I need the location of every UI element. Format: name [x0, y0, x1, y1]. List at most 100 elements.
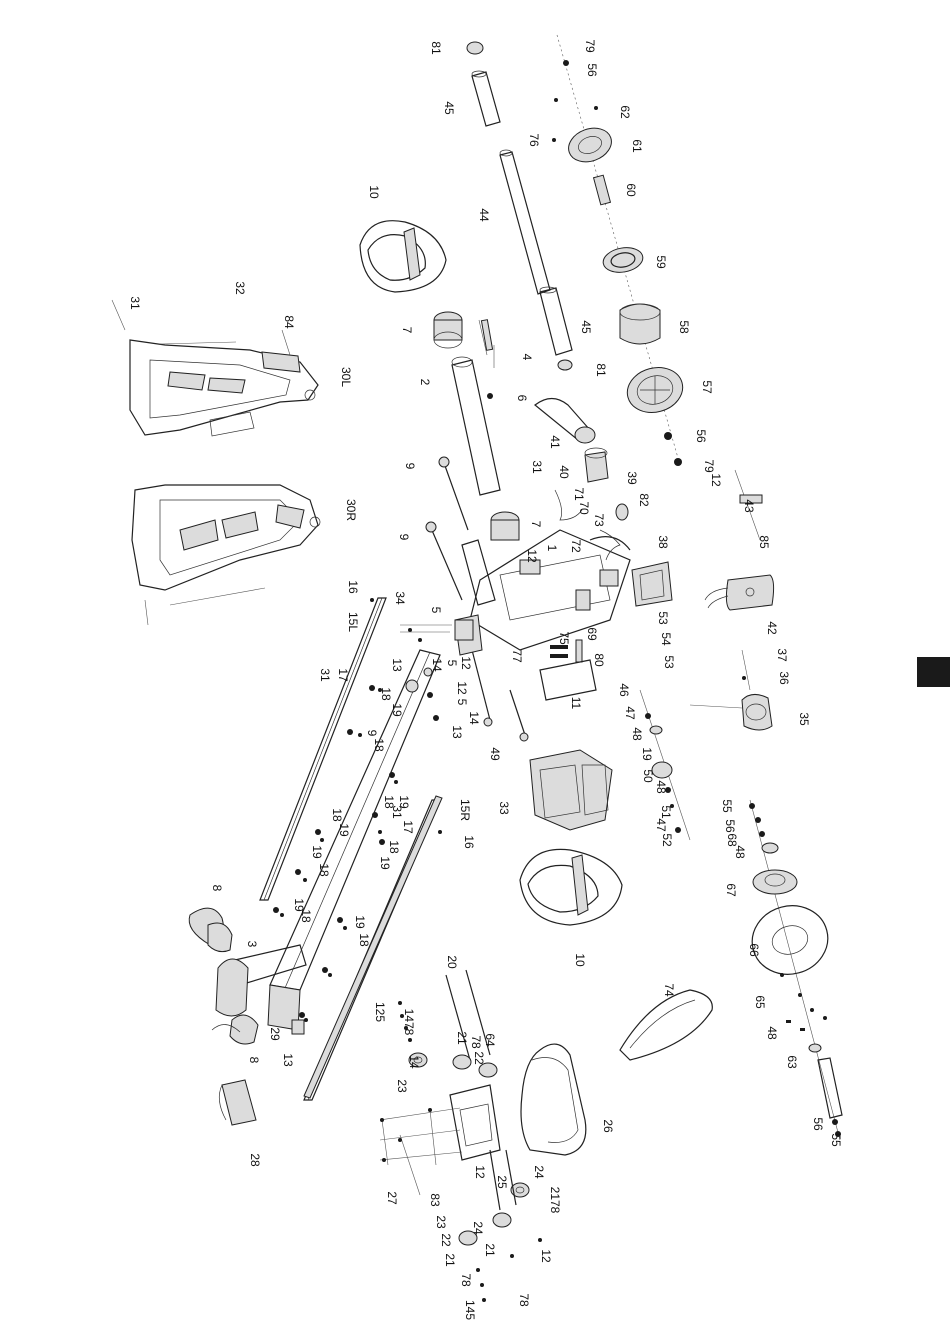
part-label-110: 74: [662, 983, 676, 997]
part-label-66: 35: [797, 712, 811, 726]
part-label-19: 81: [594, 363, 608, 377]
part-label-112: 18: [357, 933, 371, 947]
part-label-45: 16: [346, 580, 360, 594]
part-label-8: 44: [477, 208, 491, 222]
part-label-4: 62: [618, 105, 632, 119]
part-label-76: 9: [365, 730, 379, 737]
pedal-crank-group: [749, 799, 843, 1141]
part-label-143: 21: [483, 1243, 497, 1257]
part-label-109: 20: [445, 955, 459, 969]
part-label-144: 78: [517, 1293, 531, 1307]
part-label-3: 56: [585, 63, 599, 77]
part-label-85: 56: [723, 819, 737, 833]
part-label-67: 18: [379, 687, 393, 701]
part-label-61: 75: [557, 631, 571, 645]
part-label-107: 66: [747, 943, 761, 957]
part-label-13: 84: [282, 315, 296, 329]
part-label-133: 27: [385, 1191, 399, 1205]
part-label-78: 19: [640, 747, 654, 761]
part-label-95: 15R: [458, 799, 472, 821]
part-label-9: 10: [367, 185, 381, 199]
end-cap-28: [218, 1079, 257, 1126]
part-label-117: 21: [455, 1031, 469, 1045]
part-label-68: 19: [390, 703, 404, 717]
seat-bracket-33: [529, 749, 613, 831]
part-label-65: 46: [617, 683, 631, 697]
part-label-93: 18: [387, 840, 401, 854]
part-label-81: 51: [659, 805, 673, 819]
part-label-141: 12: [473, 1165, 487, 1179]
rail-15R: [303, 795, 443, 1101]
part-label-24: 56: [694, 429, 708, 443]
part-label-100: 8: [210, 885, 224, 892]
part-label-75: 49: [488, 747, 502, 761]
part-label-55: 17: [336, 668, 350, 682]
part-label-38: 7: [529, 521, 543, 528]
part-label-31: 82: [637, 493, 651, 507]
part-label-115: 125: [373, 1002, 387, 1022]
part-label-140: 12: [539, 1249, 553, 1263]
part-label-83: 52: [660, 833, 674, 847]
part-label-14: 30L: [339, 367, 353, 387]
part-label-72: 13: [450, 725, 464, 739]
part-label-22: 6: [515, 395, 529, 402]
part-label-39: 72: [569, 539, 583, 553]
part-label-1: 45: [442, 101, 456, 115]
part-label-130: 2178: [548, 1187, 562, 1214]
part-label-58: 5: [445, 660, 459, 667]
part-label-102: 18: [317, 863, 331, 877]
part-label-120: 78: [469, 1035, 483, 1049]
part-label-21: 57: [700, 380, 714, 394]
front-stabilizer: [188, 907, 307, 1045]
part-label-137: 21: [443, 1253, 457, 1267]
part-label-51: 53: [662, 655, 676, 669]
part-label-77: 18: [372, 738, 386, 752]
part-label-127: 56: [811, 1117, 825, 1131]
part-label-80: 48: [654, 780, 668, 794]
part-label-142: 24: [471, 1221, 485, 1235]
tension-knob-35: [689, 649, 773, 731]
part-label-40: 1: [545, 545, 559, 552]
part-label-11: 31: [128, 296, 142, 310]
part-label-50: 54: [659, 632, 673, 646]
part-label-27: 9: [403, 463, 417, 470]
part-label-97: 18: [330, 808, 344, 822]
part-label-35: 70: [577, 501, 591, 515]
part-label-114: 13: [281, 1053, 295, 1067]
rail-fasteners: [273, 598, 474, 1022]
part-label-71: 14: [467, 711, 481, 725]
part-label-122: 48: [765, 1026, 779, 1040]
part-label-46: 34: [393, 591, 407, 605]
part-label-23: 41: [548, 435, 562, 449]
part-label-20: 58: [677, 320, 691, 334]
main-frame: [454, 489, 673, 701]
part-label-128: 55: [829, 1133, 843, 1147]
part-label-2: 79: [583, 39, 597, 53]
part-label-88: 33: [497, 801, 511, 815]
part-label-91: 31: [390, 805, 404, 819]
part-label-60: 69: [585, 627, 599, 641]
part-label-131: 25: [495, 1175, 509, 1189]
section-tab: [917, 657, 950, 687]
part-label-6: 61: [630, 139, 644, 153]
part-label-16: 2: [418, 379, 432, 386]
part-label-43: 9: [397, 534, 411, 541]
main-beam: [267, 649, 441, 1031]
part-label-138: 78: [459, 1273, 473, 1287]
part-label-86: 68: [725, 833, 739, 847]
part-label-33: 85: [757, 535, 771, 549]
seat-26: [520, 1043, 587, 1156]
handle-post-group: [425, 311, 629, 742]
part-label-52: 37: [775, 648, 789, 662]
part-label-73: 47: [623, 706, 637, 720]
part-label-42: 38: [656, 535, 670, 549]
crank-axle-group: [639, 689, 691, 841]
part-label-54: 31: [318, 668, 332, 682]
part-label-134: 83: [428, 1193, 442, 1207]
part-label-64: 11: [569, 697, 583, 710]
part-label-113: 29: [268, 1027, 282, 1041]
part-label-89: 19: [397, 795, 411, 809]
flywheel-shaft-group: [552, 34, 684, 466]
part-label-32: 43: [742, 499, 756, 513]
part-label-96: 16: [462, 835, 476, 849]
